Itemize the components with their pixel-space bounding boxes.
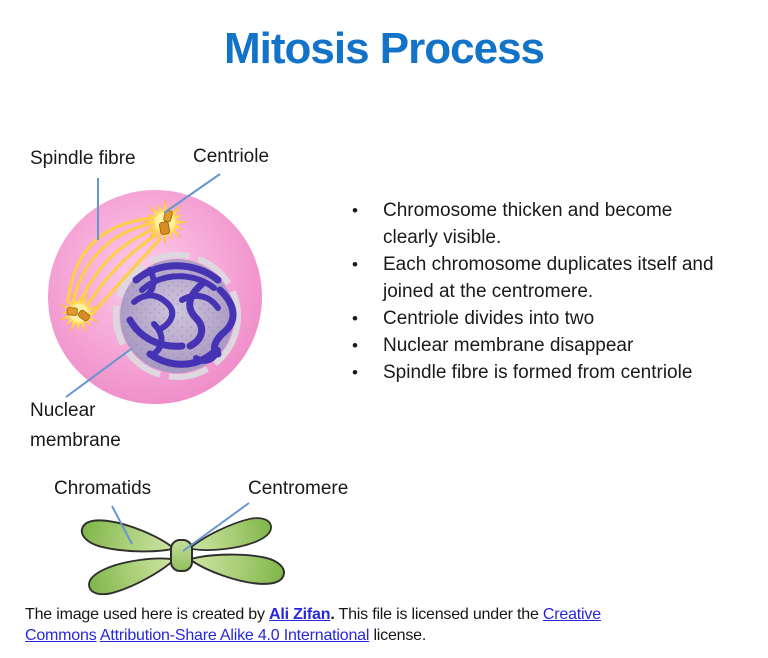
chromosomes <box>126 262 237 368</box>
chromatid-arm <box>186 543 288 590</box>
bullet-icon: • <box>352 309 358 328</box>
chromatids-label: Chromatids <box>54 478 152 499</box>
chromatid-arm <box>185 513 275 561</box>
leader-lines <box>65 173 250 552</box>
bullet-icon: • <box>352 201 358 220</box>
attribution-line-2: Commons Attribution-Share Alike 4.0 Inte… <box>25 627 427 644</box>
license-link[interactable]: Attribution-Share Alike 4.0 Internationa… <box>99 627 370 644</box>
nuclear-membrane-leader-line <box>65 348 132 398</box>
centriole-leader-line <box>163 173 221 214</box>
chromatid-arm <box>78 514 178 564</box>
centromere-shape <box>170 539 193 572</box>
spindle-fibre-label: Spindle fibre <box>30 148 136 169</box>
list-item: • Spindle fibre is formed from centriole <box>346 359 726 386</box>
author-link[interactable]: Ali Zifan <box>269 606 331 623</box>
chromatid-arm <box>84 547 180 600</box>
nuclear-membrane-label: Nuclear membrane <box>30 400 121 451</box>
attribution: The image used here is created by Ali Zi… <box>25 604 749 646</box>
bullet-icon: • <box>352 255 358 274</box>
bullet-icon: • <box>352 363 358 382</box>
chromosome-figure <box>78 513 288 600</box>
centromere-leader-line <box>182 502 250 552</box>
creative-commons-link-part2[interactable]: Commons <box>25 627 97 644</box>
list-item: • Chromosome thicken and become clearly … <box>346 197 726 251</box>
facts-list: • Chromosome thicken and become clearly … <box>346 197 726 386</box>
spindle-fibres <box>66 216 162 316</box>
centriole-top-icon <box>141 198 189 246</box>
centriole-bottom-icon <box>49 283 109 343</box>
centriole-label: Centriole <box>193 146 270 167</box>
nuclear-membrane-ring <box>113 252 241 380</box>
list-item: • Each chromosome duplicates itself and … <box>346 251 726 305</box>
chromatids-leader-line <box>111 505 133 545</box>
list-item: • Nuclear membrane disappear <box>346 332 726 359</box>
bullet-icon: • <box>352 336 358 355</box>
creative-commons-link-part1[interactable]: Creative <box>542 606 601 623</box>
page-title: Mitosis Process <box>223 24 545 73</box>
list-item: • Centriole divides into two <box>346 305 726 332</box>
centromere-label: Centromere <box>248 478 349 499</box>
attribution-line-1: The image used here is created by Ali Zi… <box>25 606 601 623</box>
